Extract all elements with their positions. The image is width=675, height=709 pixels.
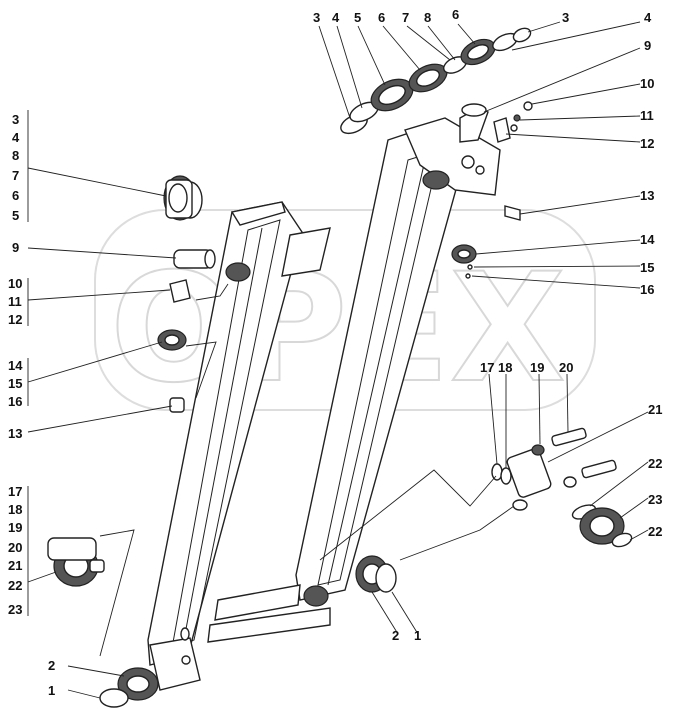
callout-left-2: 2 [48, 658, 55, 673]
callout-left-16: 16 [8, 394, 22, 409]
callout-right-9: 9 [644, 38, 651, 53]
callout-right-11: 11 [640, 108, 654, 123]
callout-top-3b: 3 [562, 10, 569, 25]
callout-mid-22: 22 [648, 456, 662, 471]
top-seal-stack [340, 27, 533, 279]
callout-left-1: 1 [48, 683, 55, 698]
callout-left-20: 20 [8, 540, 22, 555]
callout-left-12: 12 [8, 312, 22, 327]
callout-bottom-1: 1 [414, 628, 421, 643]
callout-mid-23: 23 [648, 492, 662, 507]
callout-top-3: 3 [313, 10, 320, 25]
callout-mid-20: 20 [559, 360, 573, 375]
callout-left-4: 4 [12, 130, 20, 145]
callout-bottom-2: 2 [392, 628, 399, 643]
callout-top-6b: 6 [452, 7, 459, 22]
callout-mid-19: 19 [530, 360, 544, 375]
callout-mid-21: 21 [648, 402, 662, 417]
callout-mid-22b: 22 [648, 524, 662, 539]
callout-left-14: 14 [8, 358, 23, 373]
callout-left-3: 3 [12, 112, 19, 127]
callout-left-5: 5 [12, 208, 19, 223]
callout-left-7: 7 [12, 168, 19, 183]
callout-left-13: 13 [8, 426, 22, 441]
callout-right-13: 13 [640, 188, 654, 203]
callout-left-21: 21 [8, 558, 22, 573]
callout-left-11: 11 [8, 294, 22, 309]
callout-right-15: 15 [640, 260, 654, 275]
callout-left-10: 10 [8, 276, 22, 291]
callout-top-8: 8 [424, 10, 431, 25]
callout-left-22: 22 [8, 578, 22, 593]
mast-frame [147, 103, 521, 691]
callout-right-14: 14 [640, 232, 655, 247]
callout-left-15: 15 [8, 376, 22, 391]
right-parts [355, 427, 633, 593]
callout-left-6: 6 [12, 188, 19, 203]
callout-left-23: 23 [8, 602, 22, 617]
callout-labels: 3 4 8 7 6 5 9 10 11 12 14 15 16 13 17 18… [8, 7, 662, 698]
left-parts [47, 175, 216, 708]
callout-left-19: 19 [8, 520, 22, 535]
callout-top-6: 6 [378, 10, 385, 25]
callout-top-5: 5 [354, 10, 361, 25]
callout-left-17: 17 [8, 484, 22, 499]
callout-mid-18: 18 [498, 360, 512, 375]
callout-top-4: 4 [332, 10, 340, 25]
callout-right-12: 12 [640, 136, 654, 151]
callout-left-18: 18 [8, 502, 22, 517]
leader-lines [27, 21, 649, 699]
callout-top-7: 7 [402, 10, 409, 25]
callout-right-16: 16 [640, 282, 654, 297]
callout-left-8: 8 [12, 148, 19, 163]
callout-mid-17: 17 [480, 360, 494, 375]
callout-top-4b: 4 [644, 10, 652, 25]
callout-right-10: 10 [640, 76, 654, 91]
callout-left-9: 9 [12, 240, 19, 255]
